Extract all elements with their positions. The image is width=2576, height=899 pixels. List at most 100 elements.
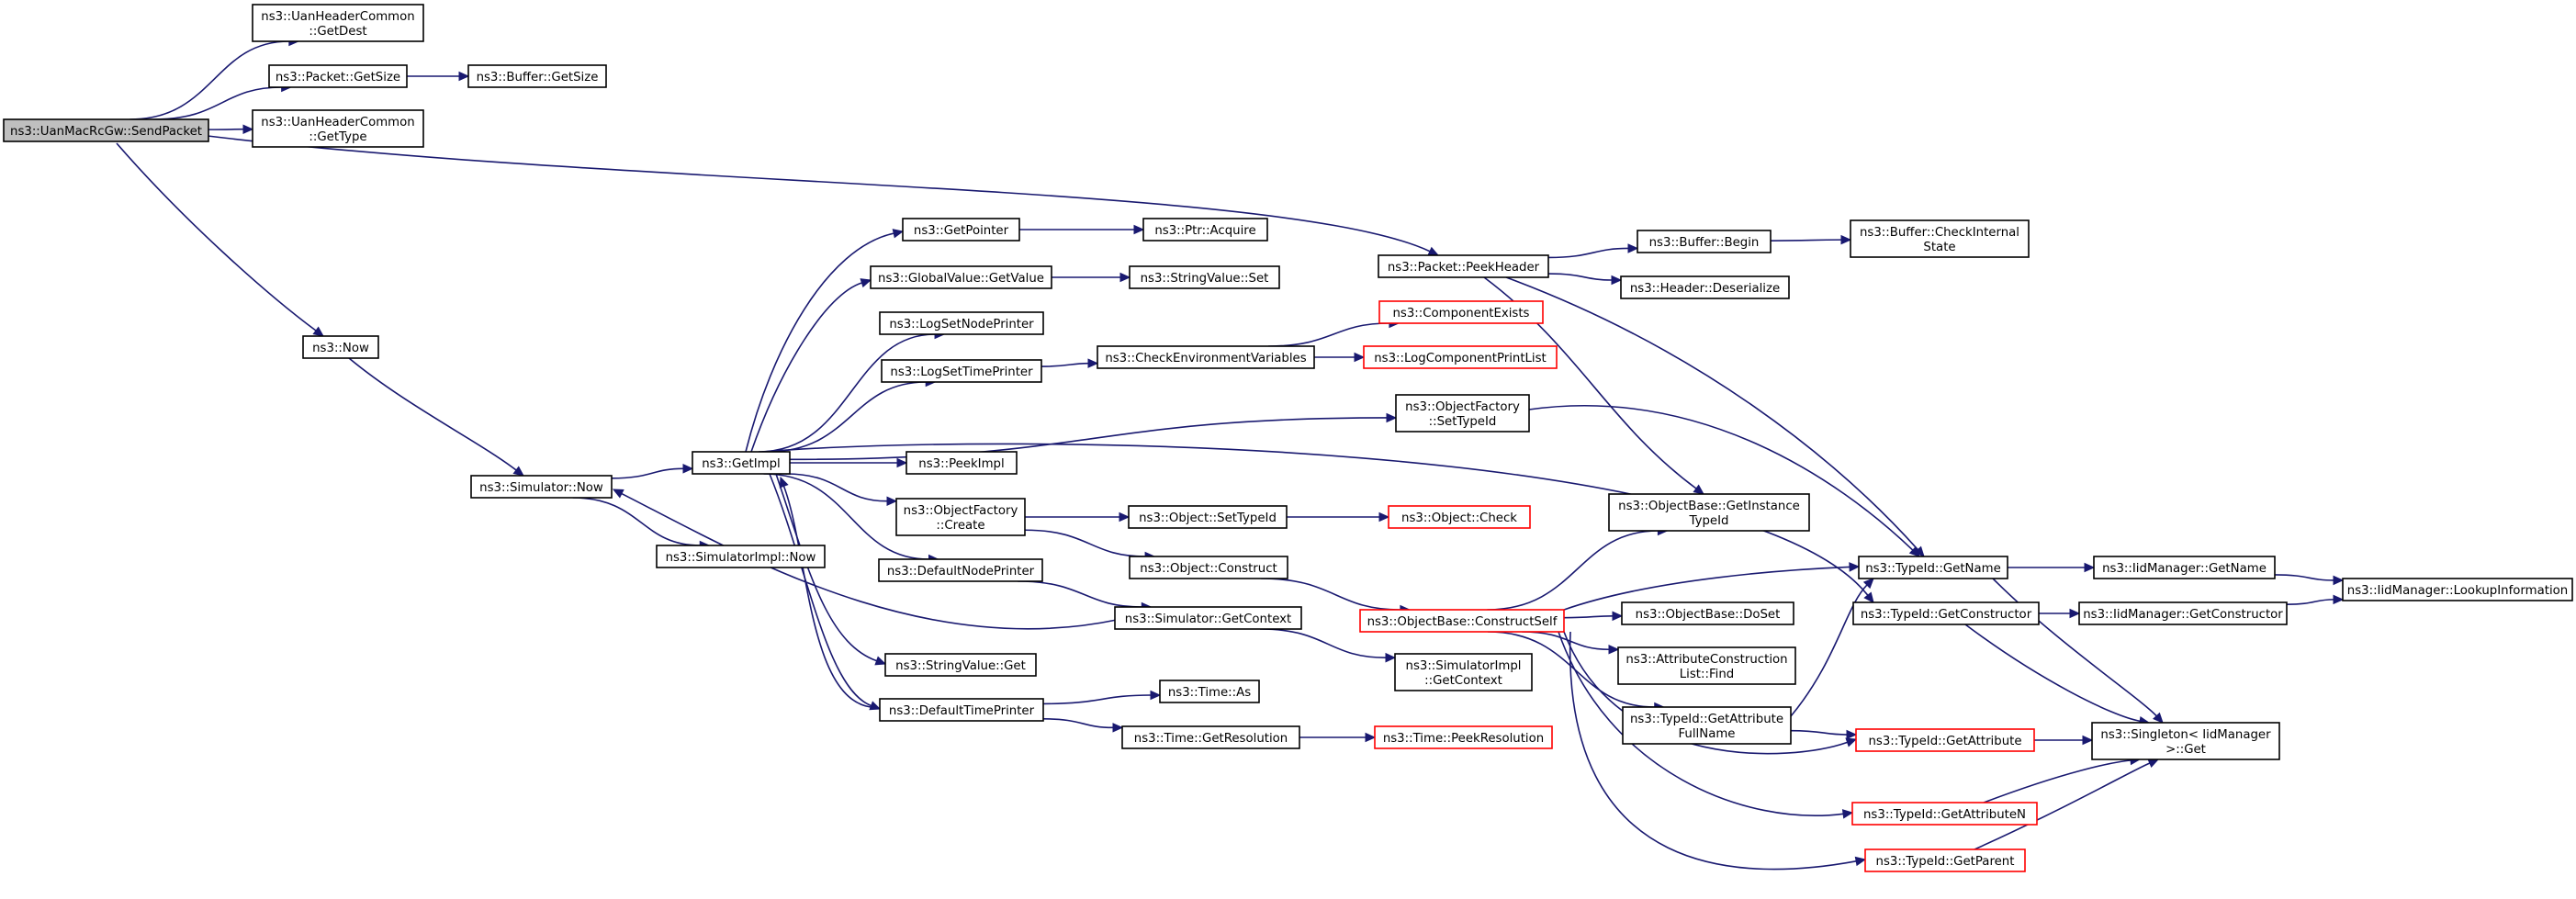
node-checkenv[interactable]: ns3::CheckEnvironmentVariables bbox=[1097, 345, 1315, 369]
node-header-deser[interactable]: ns3::Header::Deserialize bbox=[1620, 275, 1790, 299]
edge-obb_constructself-to-tid_getattribute bbox=[1563, 631, 1858, 755]
node-defnodeprinter[interactable]: ns3::DefaultNodePrinter bbox=[878, 558, 1043, 582]
node-obb-doset[interactable]: ns3::ObjectBase::DoSet bbox=[1621, 601, 1794, 625]
edge-obj_settypeid-to-obj_check bbox=[1286, 511, 1390, 523]
node-logsetnode[interactable]: ns3::LogSetNodePrinter bbox=[879, 311, 1044, 335]
node-sv-set[interactable]: ns3::StringValue::Set bbox=[1129, 265, 1280, 289]
call-nodes: ns3::UanMacRcGw::SendPacket ns3::UanHeade… bbox=[3, 4, 2573, 872]
node-buffer-begin[interactable]: ns3::Buffer::Begin bbox=[1637, 230, 1772, 253]
node-tid-getname[interactable]: ns3::TypeId::GetName bbox=[1858, 556, 2008, 579]
node-logsettime[interactable]: ns3::LogSetTimePrinter bbox=[881, 359, 1042, 383]
node-label: ns3::UanHeaderCommon bbox=[261, 10, 414, 24]
node-iid-getconstructor[interactable]: ns3::IidManager::GetConstructor bbox=[2078, 601, 2288, 625]
node-label: List::Find bbox=[1680, 668, 1734, 681]
node-label: ::GetDest bbox=[309, 25, 366, 39]
node-gettype[interactable]: ns3::UanHeaderCommon::GetType bbox=[252, 109, 424, 148]
node-deftimeprinter[interactable]: ns3::DefaultTimePrinter bbox=[879, 698, 1044, 722]
node-label: ns3::LogComponentPrintList bbox=[1374, 352, 1547, 365]
node-tid-getparent[interactable]: ns3::TypeId::GetParent bbox=[1864, 848, 2026, 872]
node-iid-getname[interactable]: ns3::IidManager::GetName bbox=[2093, 556, 2276, 579]
node-time-as[interactable]: ns3::Time::As bbox=[1159, 680, 1260, 703]
node-sim-now[interactable]: ns3::Simulator::Now bbox=[470, 475, 613, 499]
node-label: ns3::Simulator::GetContext bbox=[1125, 612, 1291, 626]
node-label: ns3::Object::Check bbox=[1401, 511, 1517, 525]
node-time-getres[interactable]: ns3::Time::GetResolution bbox=[1121, 725, 1300, 749]
node-label: ns3::Time::PeekResolution bbox=[1383, 732, 1544, 746]
node-of-create[interactable]: ns3::ObjectFactory::Create bbox=[895, 498, 1026, 536]
node-label: ns3::Simulator::Now bbox=[479, 481, 603, 495]
node-peekheader[interactable]: ns3::Packet::PeekHeader bbox=[1378, 254, 1549, 278]
node-label: ns3::Object::Construct bbox=[1140, 562, 1277, 576]
node-label: ns3::ObjectBase::GetInstance bbox=[1618, 500, 1800, 513]
edge-iid_getname-to-iid_lookup bbox=[2274, 574, 2345, 586]
edge-getimpl-to-gv_getvalue bbox=[750, 278, 872, 453]
call-edges bbox=[116, 36, 2345, 871]
node-label: ns3::IidManager::LookupInformation bbox=[2347, 584, 2568, 598]
node-label: ns3::ObjectBase::DoSet bbox=[1636, 608, 1781, 622]
node-label: ns3::IidManager::GetConstructor bbox=[2083, 608, 2283, 622]
node-time-peekres[interactable]: ns3::Time::PeekResolution bbox=[1374, 725, 1553, 749]
node-label: ::Create bbox=[936, 519, 984, 533]
node-tid-getconstructor[interactable]: ns3::TypeId::GetConstructor bbox=[1852, 601, 2040, 625]
node-packet-getsize[interactable]: ns3::Packet::GetSize bbox=[268, 64, 408, 88]
node-simimpl-now[interactable]: ns3::SimulatorImpl::Now bbox=[656, 545, 826, 568]
edge-peekheader-to-tid_getname bbox=[1505, 276, 1925, 557]
node-ptr-acquire[interactable]: ns3::Ptr::Acquire bbox=[1142, 218, 1268, 242]
edge-sim_getcontext-to-simimpl_getcontext bbox=[1260, 628, 1397, 663]
edge-getimpl-to-sv_get bbox=[775, 473, 887, 666]
node-obj-construct[interactable]: ns3::Object::Construct bbox=[1129, 556, 1288, 579]
node-label: ns3::GetPointer bbox=[914, 224, 1009, 238]
node-label: TypeId bbox=[1689, 514, 1729, 528]
node-getpointer[interactable]: ns3::GetPointer bbox=[902, 218, 1020, 242]
node-sim-getcontext[interactable]: ns3::Simulator::GetContext bbox=[1114, 606, 1302, 630]
node-label: ns3::CheckEnvironmentVariables bbox=[1105, 352, 1306, 365]
edge-peekheader-to-header_deser bbox=[1547, 273, 1623, 286]
edge-getimpl-to-logsetnode bbox=[758, 329, 946, 453]
node-label: ns3::LogSetTimePrinter bbox=[890, 365, 1033, 379]
node-iid-lookup[interactable]: ns3::IidManager::LookupInformation bbox=[2342, 578, 2573, 601]
node-gv-getvalue[interactable]: ns3::GlobalValue::GetValue bbox=[870, 265, 1052, 289]
node-label: ::GetContext bbox=[1424, 674, 1502, 688]
node-compexists[interactable]: ns3::ComponentExists bbox=[1378, 300, 1544, 324]
node-obj-check[interactable]: ns3::Object::Check bbox=[1388, 505, 1531, 529]
node-sv-get[interactable]: ns3::StringValue::Get bbox=[884, 653, 1037, 677]
edge-getimpl-to-deftimeprinter bbox=[769, 473, 882, 711]
node-peekimpl[interactable]: ns3::PeekImpl bbox=[906, 451, 1018, 475]
node-logcomplist[interactable]: ns3::LogComponentPrintList bbox=[1363, 345, 1558, 369]
node-label: ns3::Object::SetTypeId bbox=[1139, 511, 1277, 525]
node-label: ns3::SimulatorImpl::Now bbox=[666, 551, 816, 565]
edge-getimpl-to-of_create bbox=[785, 473, 898, 506]
edge-deftimeprinter-to-getimpl bbox=[779, 476, 872, 708]
node-getimpl[interactable]: ns3::GetImpl bbox=[692, 451, 791, 475]
node-label: ns3::TypeId::GetConstructor bbox=[1861, 608, 2032, 622]
node-label: ns3::Packet::PeekHeader bbox=[1388, 261, 1540, 275]
edge-deftimeprinter-to-time_getres bbox=[1042, 718, 1124, 733]
node-simimpl-getcontext[interactable]: ns3::SimulatorImpl::GetContext bbox=[1394, 653, 1533, 691]
node-obb-constructself[interactable]: ns3::ObjectBase::ConstructSelf bbox=[1359, 609, 1565, 633]
edge-getimpl-to-getpointer bbox=[745, 229, 905, 453]
node-label: ns3::IidManager::GetName bbox=[2102, 562, 2267, 576]
node-tid-getattributen[interactable]: ns3::TypeId::GetAttributeN bbox=[1851, 802, 2038, 826]
node-label: ::SetTypeId bbox=[1429, 415, 1497, 429]
edge-getimpl-to-logsettime bbox=[767, 376, 937, 453]
node-tid-getattribute[interactable]: ns3::TypeId::GetAttribute bbox=[1855, 728, 2035, 752]
node-label: ns3::TypeId::GetAttribute bbox=[1630, 713, 1783, 726]
node-sendpacket: ns3::UanMacRcGw::SendPacket bbox=[3, 118, 209, 142]
node-buffer-getsize[interactable]: ns3::Buffer::GetSize bbox=[467, 64, 607, 88]
node-label: ns3::Header::Deserialize bbox=[1630, 282, 1780, 296]
edge-tid_getconstructor-to-iid_getconstructor bbox=[2039, 608, 2081, 619]
node-of-settypeid[interactable]: ns3::ObjectFactory::SetTypeId bbox=[1395, 394, 1530, 433]
node-obj-settypeid[interactable]: ns3::Object::SetTypeId bbox=[1128, 505, 1288, 529]
node-singleton-get[interactable]: ns3::Singleton< IidManager >::Get bbox=[2091, 722, 2280, 760]
node-getdest[interactable]: ns3::UanHeaderCommon::GetDest bbox=[252, 4, 424, 42]
node-label: ns3::SimulatorImpl bbox=[1406, 659, 1522, 673]
node-label: ns3::TypeId::GetAttribute bbox=[1868, 735, 2021, 748]
edge-sim_now-to-simimpl_now bbox=[572, 497, 711, 551]
edge-of_create-to-obj_settypeid bbox=[1024, 511, 1131, 523]
node-now[interactable]: ns3::Now bbox=[302, 335, 379, 359]
edge-tid_getconstructor-to-singleton_get bbox=[1964, 624, 2151, 726]
